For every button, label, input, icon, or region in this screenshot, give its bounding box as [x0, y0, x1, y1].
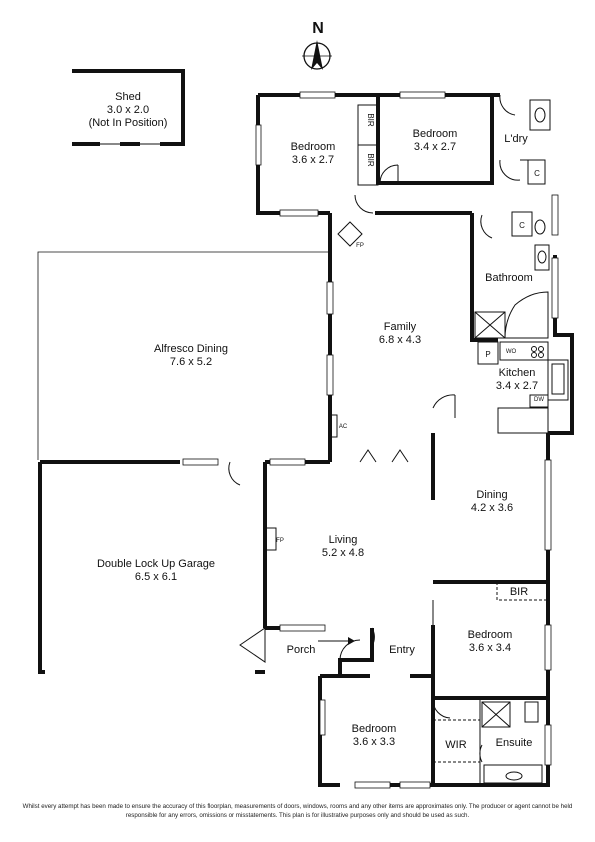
north-arrow-icon [311, 40, 323, 70]
living-size: 5.2 x 4.8 [322, 547, 364, 559]
garage-name: Double Lock Up Garage [97, 558, 215, 570]
entry-label: Entry [389, 644, 415, 656]
internal-partitions [265, 99, 569, 785]
alfresco-size: 7.6 x 5.2 [170, 356, 212, 368]
bedroom-se-name: Bedroom [468, 629, 513, 641]
bedroom-nw-name: Bedroom [291, 141, 336, 153]
shed: Shed 3.0 x 2.0 (Not In Position) [72, 69, 185, 146]
dining-name: Dining [476, 489, 507, 501]
bir-3-label: BIR [510, 586, 528, 598]
ensuite-label: Ensuite [496, 737, 533, 749]
bir-1-label: BIR [366, 113, 375, 127]
bedroom-nw-size: 3.6 x 2.7 [292, 154, 334, 166]
shed-note: (Not In Position) [89, 117, 168, 129]
wir-label: WIR [445, 739, 466, 751]
air-con-label: AC [339, 424, 348, 430]
shed-name: Shed [115, 91, 141, 103]
kitchen-size: 3.4 x 2.7 [496, 380, 538, 392]
dishwasher-label: DW [534, 397, 544, 403]
house-walls [38, 93, 574, 787]
room-labels: Bedroom 3.6 x 2.7 Bedroom 3.4 x 2.7 BIR … [97, 113, 544, 751]
bir-2-label: BIR [366, 153, 375, 167]
wall-oven-label: WO [506, 349, 517, 355]
disclaimer-text: Whilst every attempt has been made to en… [22, 803, 573, 819]
compass: N [302, 20, 332, 70]
alfresco-name: Alfresco Dining [154, 343, 228, 355]
family-size: 6.8 x 4.3 [379, 334, 421, 346]
fireplace-family-label: FP [356, 243, 364, 249]
bedroom-s-name: Bedroom [352, 723, 397, 735]
garage-size: 6.5 x 6.1 [135, 571, 177, 583]
entry-arrow-icon [318, 637, 355, 645]
porch-label: Porch [287, 644, 316, 656]
bedroom-se-size: 3.6 x 3.4 [469, 642, 511, 654]
pantry-label: P [485, 350, 490, 359]
bedroom-n-name: Bedroom [413, 128, 458, 140]
dining-size: 4.2 x 3.6 [471, 502, 513, 514]
cupboard-1-label: C [534, 169, 540, 178]
cupboard-2-label: C [519, 221, 525, 230]
doors [228, 94, 521, 763]
family-name: Family [384, 321, 417, 333]
fireplace-living-label: FP [276, 538, 284, 544]
shed-size: 3.0 x 2.0 [107, 104, 149, 116]
windows [182, 91, 559, 789]
bedroom-n-size: 3.4 x 2.7 [414, 141, 456, 153]
bedroom-s-size: 3.6 x 3.3 [353, 736, 395, 748]
living-name: Living [329, 534, 358, 546]
kitchen-name: Kitchen [499, 367, 536, 379]
alfresco-outline [37, 251, 330, 460]
bathroom-label: Bathroom [485, 272, 533, 284]
north-label: N [312, 20, 324, 37]
laundry-label: L'dry [504, 133, 528, 145]
